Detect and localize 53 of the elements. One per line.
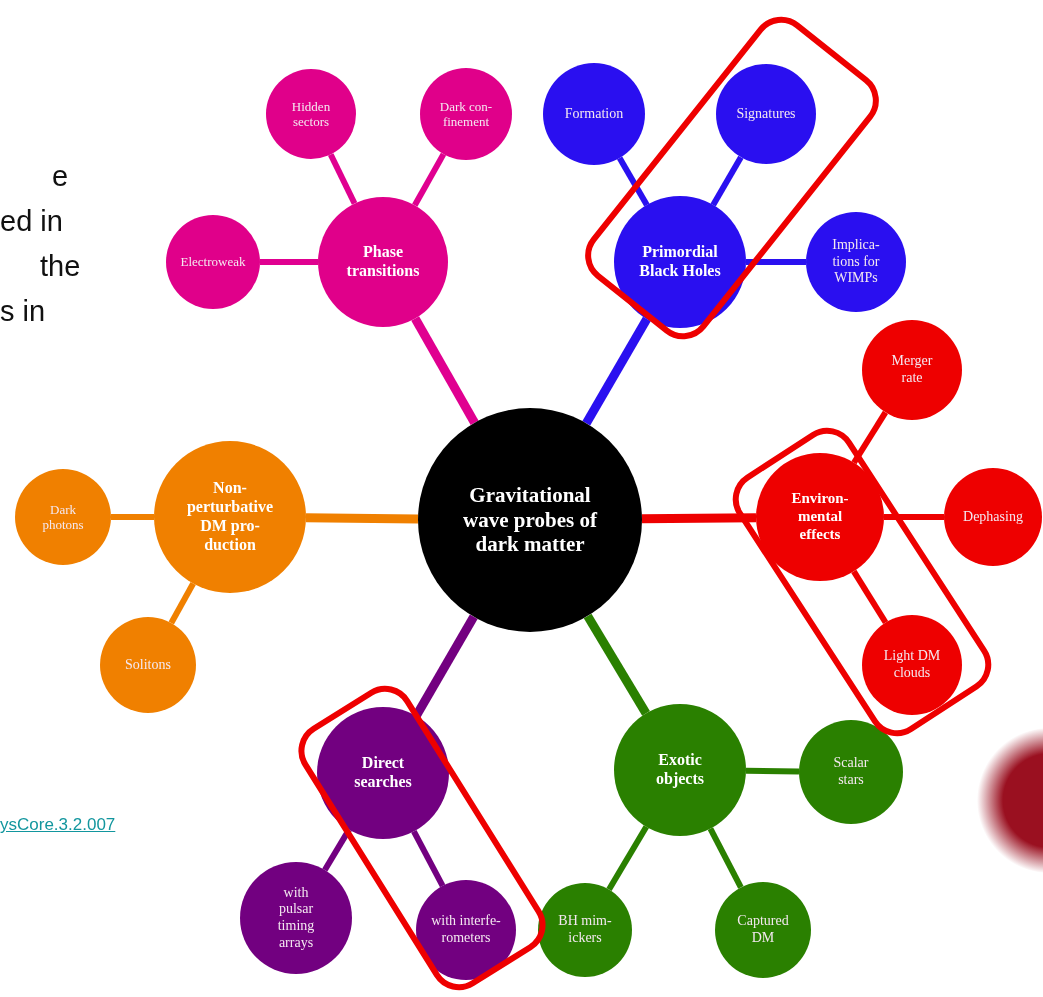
connector-line (412, 614, 478, 719)
node-label: with pulsar timing arrays (276, 884, 316, 952)
topic-circle (862, 615, 962, 715)
connector-line (412, 152, 447, 207)
node-label: Direct searches (353, 754, 413, 792)
topic-circle (614, 196, 746, 328)
text-fragment: ed in (0, 205, 63, 238)
node-label: Electroweak (180, 254, 246, 270)
node-label: BH mim- ickers (557, 913, 613, 947)
text-fragment: the (40, 250, 81, 283)
connector-line (328, 153, 358, 205)
node-label: Signatures (736, 105, 796, 123)
node-label: Implica- tions for WIMPs (831, 237, 881, 287)
node-label: Dark con- finement (438, 98, 494, 130)
node-label: Scalar stars (832, 755, 870, 789)
connector-line (111, 514, 154, 520)
node-label: Dephasing (963, 508, 1023, 526)
connector-line (884, 514, 944, 520)
connector-line (305, 513, 419, 524)
connector-line (745, 767, 800, 775)
connector-line (707, 827, 744, 889)
node-label: Primordial Black Holes (638, 243, 722, 281)
node-label: Dark photons (41, 501, 85, 533)
node-label: Merger rate (890, 353, 934, 387)
node-label: Gravitational wave probes of dark matter (462, 482, 599, 558)
connector-line (606, 825, 649, 892)
connector-line (746, 259, 806, 265)
connector-line (582, 316, 651, 426)
connector-line (411, 829, 446, 888)
connector-line (851, 410, 888, 465)
doi-link: ysCore.3.2.007 (0, 815, 116, 835)
connector-line (411, 316, 479, 425)
connector-line (710, 155, 744, 207)
topic-circle (756, 453, 884, 581)
node-label: Exotic objects (655, 751, 705, 789)
connector-line (641, 513, 757, 524)
node-label: with interfe- rometers (430, 913, 502, 947)
node-label: Environ- mental effects (790, 490, 850, 544)
node-label: Hidden sectors (290, 98, 332, 130)
connector-line (851, 569, 889, 625)
connector-line (260, 259, 318, 265)
node-label: Formation (564, 105, 624, 123)
node-label: Captured DM (736, 913, 790, 947)
topic-circle (716, 64, 816, 164)
text-fragment: e (52, 160, 69, 193)
text-fragment: s in (0, 295, 46, 328)
connector-line (583, 613, 650, 716)
node-label: Non- perturbative DM pro- duction (185, 479, 275, 555)
connector-line (168, 582, 196, 625)
node-label: Phase transitions (345, 243, 421, 281)
node-label: Solitons (125, 656, 171, 674)
node-label: Light DM clouds (882, 648, 942, 682)
topic-circle (416, 880, 516, 980)
